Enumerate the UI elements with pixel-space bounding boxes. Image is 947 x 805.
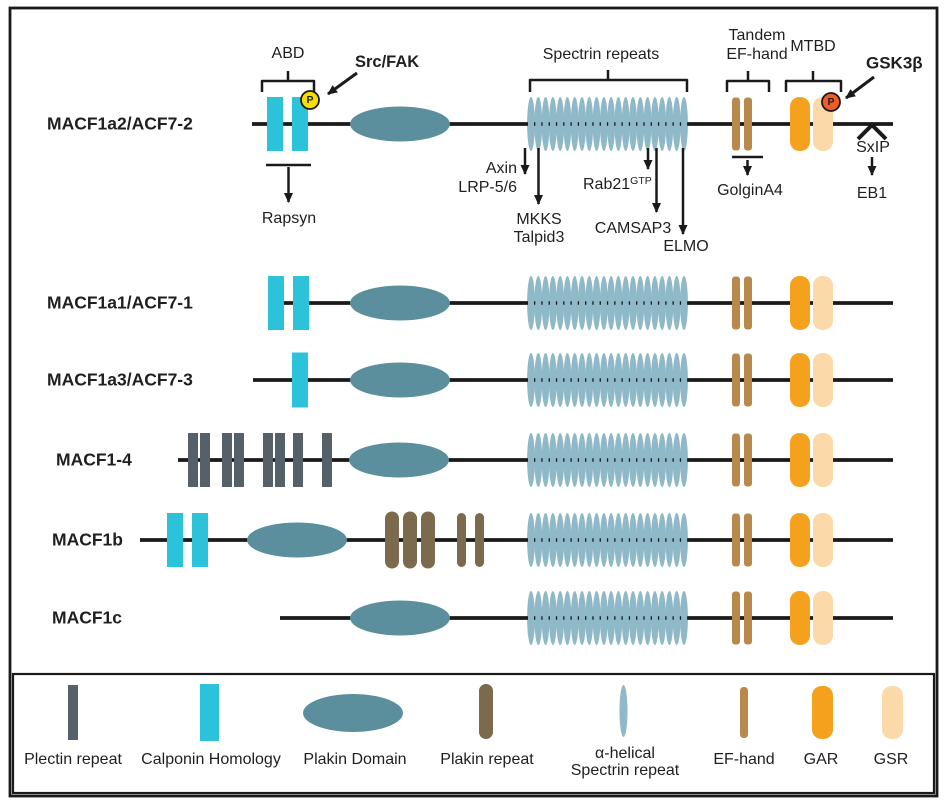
calponin-homology-domain [292,352,308,408]
spectrin-repeats-domain [525,431,690,489]
tandem-ef-hand-label: Tandem EF-hand [726,26,787,64]
legend-swatch-plakin-domain [303,694,403,732]
axin-label: Axin [485,160,517,177]
row-label-macf1c: MACF1c [52,607,123,628]
mtbd-bracket [784,71,843,92]
spectrin-repeats-domain [525,589,690,647]
tandem-ef-hand-label-line2: EF-hand [726,46,788,63]
spectrin-repeats-domain [525,351,690,409]
rapsyn-label: Rapsyn [261,210,317,228]
legend-swatch-spectrin-repeat [619,685,628,737]
row-label-macf1a2: MACF1a2/ACF7-2 [47,113,193,134]
rab21-gtp-label: Rab21GTP [583,175,652,194]
legend-swatch-gsr [882,686,903,739]
spectrin-repeats-bracket [528,70,689,92]
legend-label-spectrin-line2: Spectrin repeat [570,761,680,779]
row-label-macf1b: MACF1b [52,529,123,550]
legend-label-gsr: GSR [873,751,909,769]
legend-swatch-calponin-homology [200,684,219,741]
legend-label-spectrin-line1: α-helical [595,745,655,762]
plakin-domain [247,522,347,558]
phospho-p-yellow-label: P [306,93,314,106]
legend-label-plakin-repeat: Plakin repeat [440,751,534,769]
plakin-repeats-domain [385,511,484,569]
legend-label-plectin-repeat: Plectin repeat [24,751,122,769]
abd-bracket [260,71,316,92]
plakin-domain [350,362,450,398]
mkks-talpid3-label: MKKS Talpid3 [514,211,565,247]
lrp56-label: LRP-5/6 [458,179,517,196]
sxip-fork [856,122,888,141]
legend-swatch-plakin-repeat [479,684,493,739]
spectrin-repeats-domain [525,95,690,153]
camsap3-label: CAMSAP3 [594,220,672,238]
row-label-macf1a1: MACF1a1/ACF7-1 [47,292,193,313]
rab21-gtp-superscript: GTP [630,175,652,188]
golgina4-label: GolginA4 [717,182,783,200]
legend-label-ef-hand: EF-hand [713,751,775,769]
phospho-circle-yellow [300,90,320,110]
isoform-row-macf1a1 [268,274,893,332]
spectrin-repeats-label: Spectrin repeats [542,46,660,64]
mtbd-label: MTBD [790,38,836,56]
mkks-label: MKKS [516,211,562,228]
tandem-ef-hand-bracket [725,71,771,92]
legend-swatch-gar [812,686,833,739]
legend-label-calponin-homology: Calponin Homology [141,751,281,769]
abd-label: ABD [271,45,305,63]
legend-swatches [68,684,903,741]
elmo-label: ELMO [663,238,709,256]
plakin-domain [349,442,449,478]
legend-box [11,672,936,795]
plakin-domain [350,106,450,142]
figure-border [8,6,939,798]
talpid3-label: Talpid3 [513,229,565,246]
src-fak-label: Src/FAK [355,52,420,71]
gsk3b-label: GSK3β [866,53,923,73]
phospho-circle-orange [821,92,841,112]
row-label-macf1-4: MACF1-4 [56,449,132,470]
spectrin-repeats-domain [525,511,690,569]
tandem-ef-hand-label-line1: Tandem [728,27,786,44]
legend-label-spectrin-repeat: α-helical Spectrin repeat [570,745,680,779]
src-fak-arrow [327,71,358,96]
rab21-label: Rab21 [583,176,631,194]
spectrin-repeats-domain [525,274,690,332]
legend-swatch-ef-hand [740,687,748,738]
eb1-label: EB1 [856,185,888,203]
isoform-row-macf1a3 [253,351,893,409]
legend-label-gar: GAR [803,751,839,769]
legend-swatch-plectin-repeat [68,685,78,740]
plakin-domain [350,600,450,636]
row-label-macf1a3: MACF1a3/ACF7-3 [47,369,193,390]
gsk3b-arrow [845,75,875,100]
axin-lrp-label: Axin LRP-5/6 [458,159,517,197]
isoform-row-macf1b [140,511,893,569]
isoform-row-macf1c [280,589,893,647]
legend-label-plakin-domain: Plakin Domain [303,751,407,769]
isoform-row-macf1-4 [178,431,893,489]
plakin-domain [350,285,450,321]
phospho-p-orange-label: P [827,95,835,108]
sxip-label: SxIP [856,139,890,157]
plectin-repeats-domain [188,433,332,487]
isoform-row-macf1a2 [252,95,893,153]
